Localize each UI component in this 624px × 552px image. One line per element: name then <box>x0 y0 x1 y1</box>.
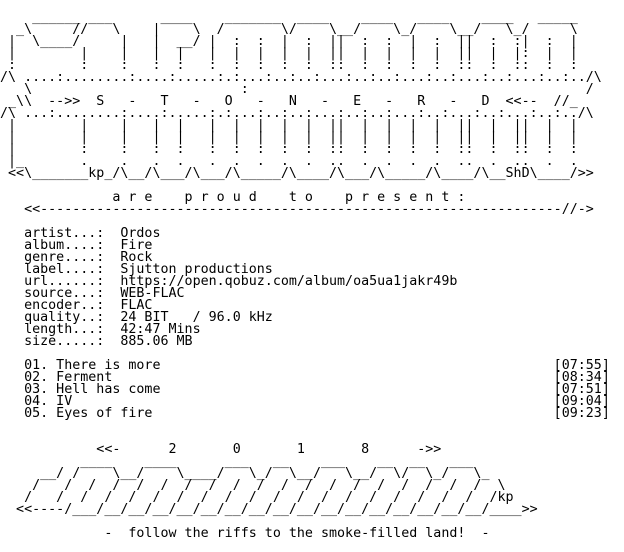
footer-tagline: - follow the riffs to the smoke-filled l… <box>0 526 490 541</box>
track-row: 04. IV [09:04] <box>0 394 610 409</box>
info-label: label....: Sjutton productions <box>0 262 273 277</box>
info-genre: genre....: Rock <box>0 250 153 265</box>
nfo-title-line: _\\ -->> S - T - O - N - E - R - D <<-- … <box>0 94 578 109</box>
nfo-line: \ : / <box>0 82 594 97</box>
nfo-line: <<----/___/__/__/__/__/__/__/__/__/__/__… <box>0 502 538 517</box>
info-url: url......: https://open.qobuz.com/album/… <box>0 274 458 289</box>
nfo-line: ____ ____ ___ __ ___ __ __ ___ <box>0 454 474 469</box>
nfo-line: <<\_______kp_/\__/\___/\___/\_____/\____… <box>0 166 594 181</box>
nfo-line: /\ ...:........:....:.....:.:...:..:..:.… <box>0 106 594 121</box>
nfo-divider: <<--------------------------------------… <box>0 202 594 217</box>
nfo-line: / / / / / / / / / / / / / / / / / / / /k… <box>0 490 514 505</box>
nfo-line <box>0 420 610 432</box>
track-row: 05. Eyes of fire [09:23] <box>0 406 610 421</box>
nfo-line: | | | | | | | | | | || | | | | || | || |… <box>0 118 578 133</box>
nfo-line: __/ / \__/ \____/ \_/ \__/ \__/ \/ \_/ \… <box>0 466 490 481</box>
track-row: 03. Hell has come [07:51] <box>0 382 610 397</box>
nfo-line: ______ ___ ____ _______ ____ ____ ____ _… <box>0 10 578 25</box>
year-line: <<- 2 0 1 8 ->> <box>0 442 442 457</box>
nfo-text-block: ______ ___ ____ _______ ____ ____ ____ _… <box>0 10 610 541</box>
info-length: length...: 42:47 Mins <box>0 322 201 337</box>
nfo-line: | | | | | | | | | | || | | | | || | || |… <box>0 130 578 145</box>
nfo-line: /\ ....:........:....:.....:.:...:..:..:… <box>0 70 602 85</box>
info-source: source...: WEB-FLAC <box>0 286 185 301</box>
info-size: size.....: 885.06 MB <box>0 334 193 349</box>
nfo-line: |_ . . . . . . . . . .. . . . . .. . .. … <box>0 154 578 169</box>
nfo-line: : : : : : : : : : : :: : : : : :: : :: :… <box>0 58 578 73</box>
nfo-line: | \____/ | | __/ | : : | : || : : | : ||… <box>0 34 578 49</box>
info-encoder: encoder..: FLAC <box>0 298 153 313</box>
nfo-line: / / / / / / / / / / / / / / / / / / / \ <box>0 478 506 493</box>
nfo-line: | | | | | | | | | | || | | | | || | |: |… <box>0 46 578 61</box>
track-row: 02. Ferment [08:34] <box>0 370 610 385</box>
track-row: 01. There is more [07:55] <box>0 358 610 373</box>
info-album: album....: Fire <box>0 238 153 253</box>
info-quality: quality..: 24 BIT / 96.0 kHz <box>0 310 273 325</box>
nfo-line: _\ // \ | \ / \/ \__/ \_/ \__/ \_/ \ <box>0 22 578 37</box>
nfo-line: | : : : : : : : : : :: : : : : :: : :: :… <box>0 142 578 157</box>
present-heading: a r e p r o u d t o p r e s e n t : <box>0 190 466 205</box>
info-artist: artist...: Ordos <box>0 226 161 241</box>
